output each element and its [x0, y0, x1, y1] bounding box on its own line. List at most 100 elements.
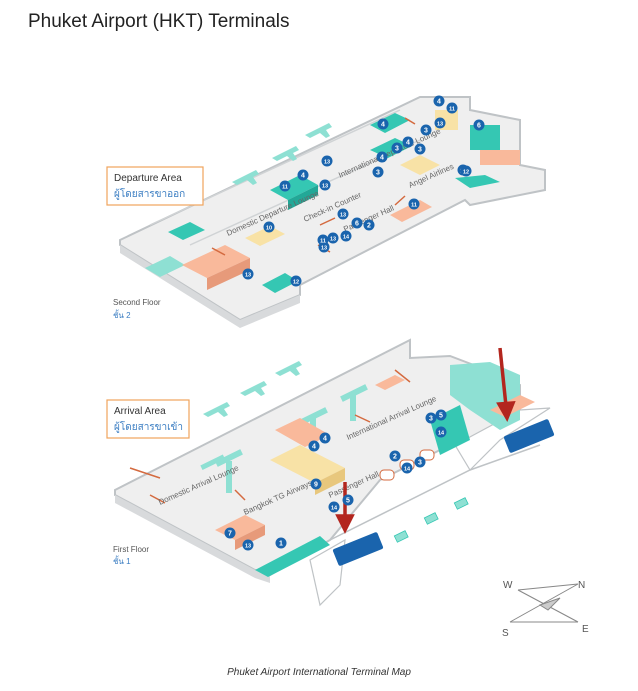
departure-marker-label: 13	[321, 245, 327, 251]
departure-marker-label: 13	[437, 121, 443, 127]
departure-marker	[376, 151, 388, 163]
compass-west: W	[503, 580, 513, 591]
departure-marker	[327, 232, 339, 244]
departure-marker	[434, 117, 446, 129]
departure-marker-label: 13	[322, 183, 328, 189]
departure-floor-label: Second Floor	[113, 298, 161, 307]
arrival-area-title: Arrival Area	[114, 406, 166, 417]
departure-marker-label: 3	[424, 127, 428, 134]
compass-north: N	[578, 580, 585, 591]
departure-marker	[446, 102, 458, 114]
departure-marker	[279, 180, 291, 192]
arrival-marker	[414, 456, 426, 468]
departure-marker	[377, 118, 389, 130]
arrival-marker	[342, 494, 354, 506]
departure-marker	[340, 230, 352, 242]
departure-marker	[433, 95, 445, 107]
arrival-marker-label: 5	[439, 412, 443, 419]
departure-marker	[321, 155, 333, 167]
arrival-marker-label: 5	[346, 497, 350, 504]
map-caption: Phuket Airport International Terminal Ma…	[227, 667, 411, 678]
arrival-marker-label: 14	[404, 466, 411, 472]
departure-marker	[317, 234, 329, 246]
departure-marker	[372, 166, 384, 178]
departure-area-title: Departure Area	[114, 173, 182, 184]
departure-marker-label: 3	[418, 146, 422, 153]
departure-marker	[391, 142, 403, 154]
arrival-marker-label: 3	[429, 415, 433, 422]
departure-marker	[319, 179, 331, 191]
arrival-marker	[425, 412, 437, 424]
arrival-marker	[328, 501, 340, 513]
departure-marker	[408, 198, 420, 210]
arrival-marker-label: 13	[245, 543, 251, 549]
departure-markers: 4116431343341311413311121013211614131311…	[242, 95, 485, 287]
departure-marker	[473, 119, 485, 131]
departure-marker	[263, 221, 275, 233]
arrival-marker-label: 3	[418, 459, 422, 466]
arrival-marker	[242, 539, 254, 551]
arrival-marker-label: 14	[331, 505, 338, 511]
compass-east: E	[582, 624, 589, 635]
departure-marker-label: 3	[376, 169, 380, 176]
departure-marker-label: 4	[406, 139, 410, 146]
departure-marker	[351, 217, 363, 229]
arrival-marker-label: 4	[323, 435, 327, 442]
arrival-marker-label: 7	[228, 530, 232, 537]
arrival-marker	[275, 537, 287, 549]
arrival-area-label: Arrival Area ผู้โดยสารขาเข้า	[106, 399, 190, 439]
departure-marker	[460, 165, 472, 177]
departure-marker	[414, 143, 426, 155]
departure-marker-label: 11	[449, 106, 455, 112]
arrival-marker	[435, 409, 447, 421]
departure-marker-label: 13	[340, 212, 346, 218]
departure-marker-label: 11	[282, 184, 288, 190]
arrival-floor-thai: ชั้น 1	[113, 555, 131, 566]
departure-marker	[420, 124, 432, 136]
departure-area-thai: ผู้โดยสารขาออก	[114, 187, 185, 200]
departure-marker-label: 12	[463, 169, 469, 175]
departure-marker-label: 13	[245, 272, 251, 278]
tez-logo	[332, 419, 555, 566]
departure-floor-plan: Domestic Departure Lounge Check-in Count…	[119, 96, 546, 328]
arrival-marker	[224, 527, 236, 539]
arrival-floor-label: First Floor	[113, 545, 149, 554]
departure-marker	[290, 275, 302, 287]
departure-marker-label: 6	[355, 220, 359, 227]
departure-marker-label: 11	[320, 238, 326, 244]
arrival-floor-plan: Domestic Arrival Lounge Bangkok TG Airwa…	[114, 338, 555, 607]
departure-marker-label: 4	[381, 121, 385, 128]
departure-area-label: Departure Area ผู้โดยสารขาออก	[106, 166, 204, 206]
departure-marker	[337, 208, 349, 220]
departure-marker-label: 14	[343, 234, 350, 240]
compass-south: S	[502, 628, 509, 639]
arrival-marker	[310, 478, 322, 490]
departure-marker-label: 12	[293, 279, 299, 285]
arrival-marker	[319, 432, 331, 444]
departure-marker-label: 13	[324, 159, 330, 165]
arrival-marker-label: 2	[393, 453, 397, 460]
departure-marker-label: 4	[437, 98, 441, 105]
departure-marker-label: 13	[330, 236, 336, 242]
arrival-marker	[308, 440, 320, 452]
departure-marker-label: 6	[477, 122, 481, 129]
arrival-marker	[435, 426, 447, 438]
arrival-marker	[389, 450, 401, 462]
departure-marker	[242, 268, 254, 280]
departure-marker-label: 3	[395, 145, 399, 152]
red-indicator-arrows	[335, 347, 516, 534]
departure-marker	[363, 219, 375, 231]
arrival-marker-label: 14	[438, 430, 445, 436]
arrival-marker	[401, 462, 413, 474]
departure-marker-label: 11	[411, 202, 417, 208]
departure-marker-label: 4	[380, 154, 384, 161]
arrival-marker-label: 1	[279, 540, 283, 547]
departure-marker-label: 10	[266, 225, 272, 231]
page-title: Phuket Airport (HKT) Terminals	[28, 11, 290, 32]
departure-floor-thai: ชั้น 2	[113, 309, 131, 320]
arrival-area-thai: ผู้โดยสารขาเข้า	[114, 420, 183, 433]
compass-icon	[509, 583, 579, 623]
departure-marker-label: 4	[301, 172, 305, 179]
